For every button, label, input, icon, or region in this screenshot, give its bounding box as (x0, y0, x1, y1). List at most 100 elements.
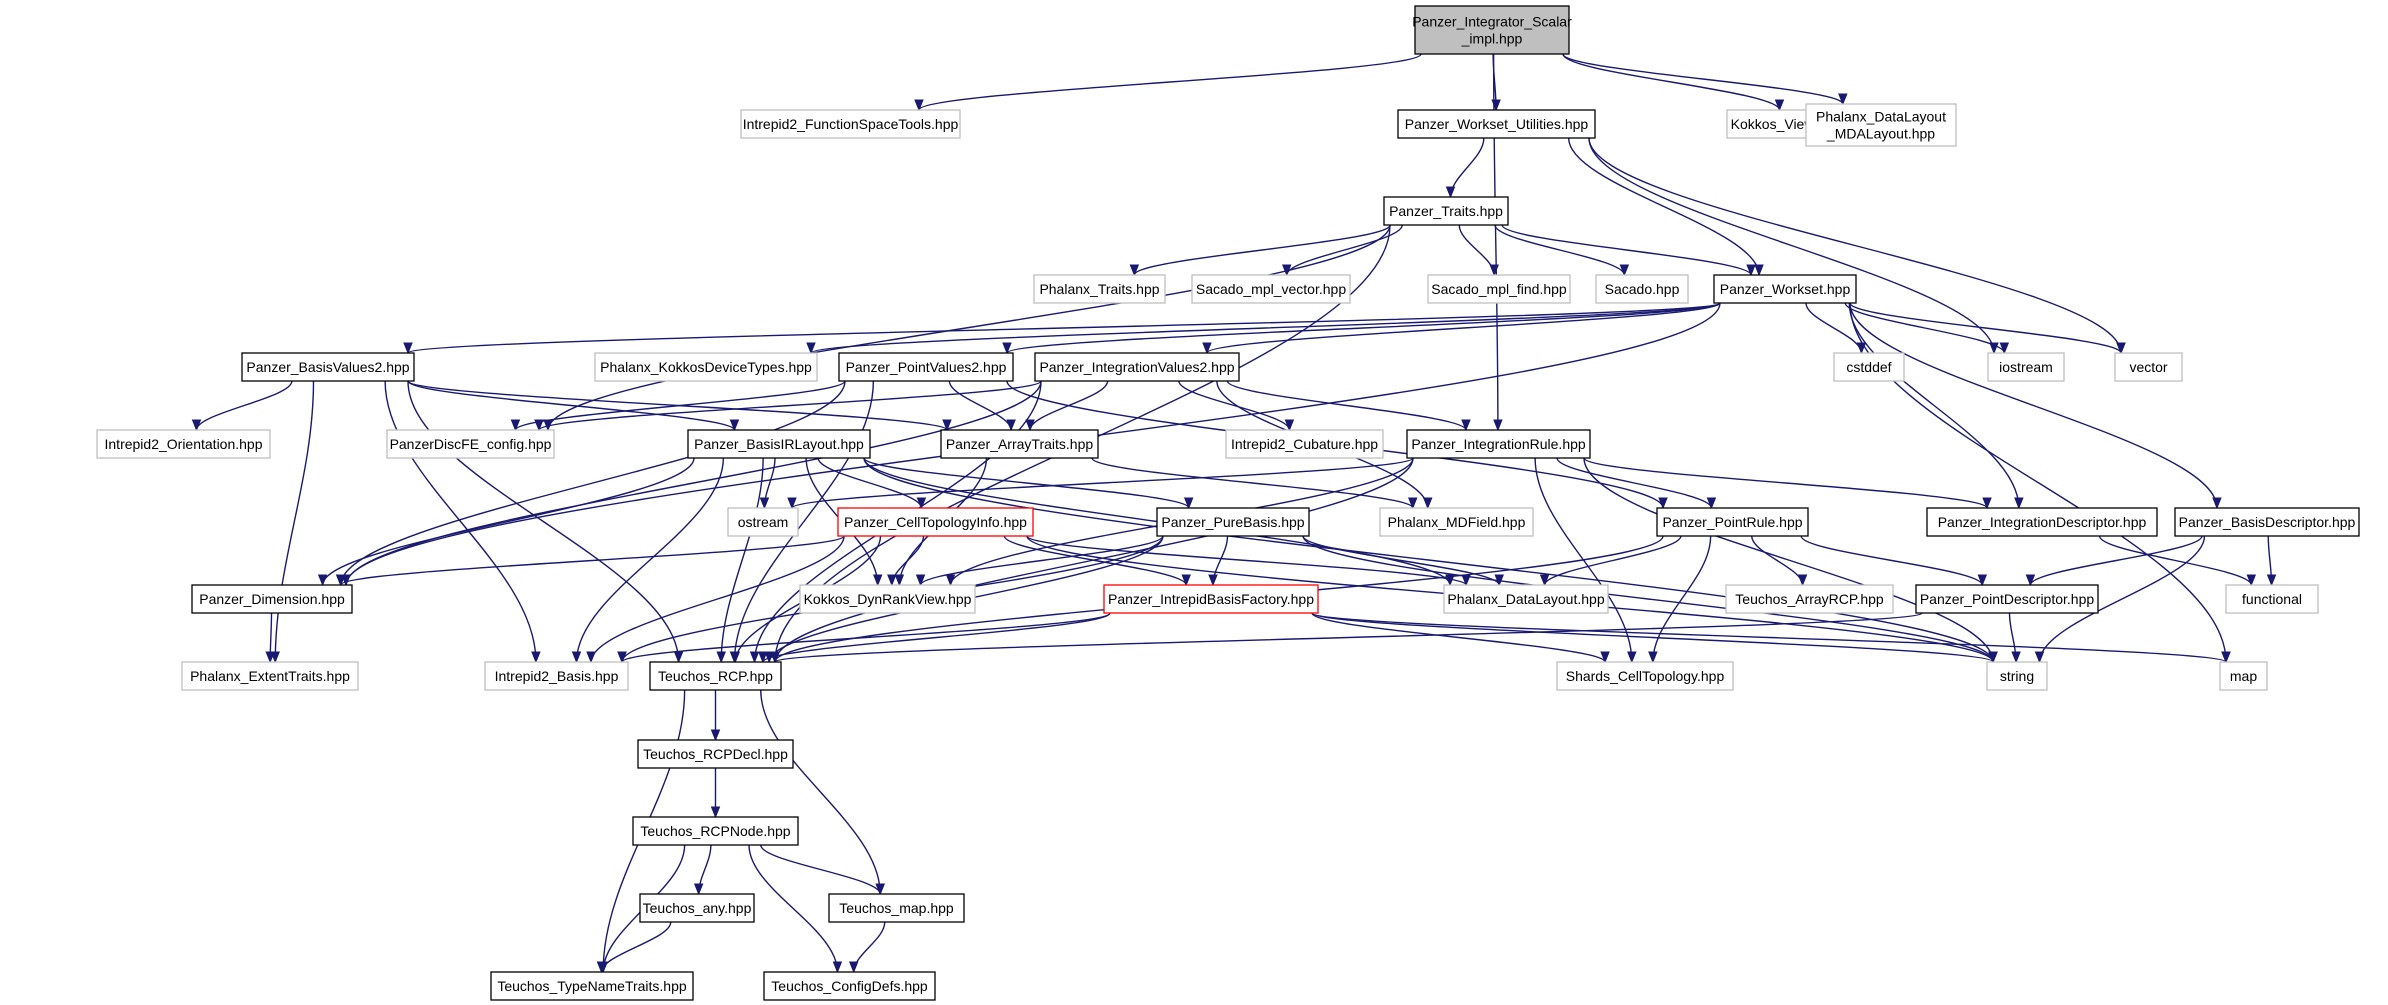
node-phalanx_et[interactable]: Phalanx_ExtentTraits.hpp (181, 661, 359, 691)
node-workset[interactable]: Panzer_Workset.hpp (1713, 274, 1857, 304)
edge-arrowhead (2221, 651, 2231, 664)
edge-arrowhead (673, 651, 684, 664)
node-teuchos_arrayrcp[interactable]: Teuchos_ArrayRCP.hpp (1725, 584, 1894, 614)
edge-line (345, 380, 1042, 586)
node-arraytraits[interactable]: Panzer_ArrayTraits.hpp (940, 429, 1099, 459)
dependency-edge-teuchos_rcp-to-teuchos_rcpdecl (710, 690, 721, 742)
node-teuchos_rcp[interactable]: Teuchos_RCP.hpp (649, 661, 782, 691)
node-intrepidbasisfactory[interactable]: Panzer_IntrepidBasisFactory.hpp (1103, 584, 1319, 614)
edge-line (1302, 535, 1994, 663)
node-teuchos_tnt[interactable]: Teuchos_TypeNameTraits.hpp (490, 971, 694, 1001)
edge-line (853, 921, 886, 973)
node-label: Panzer_Workset.hpp (1720, 281, 1851, 297)
edge-arrowhead (1208, 574, 1218, 587)
node-teuchos_cd[interactable]: Teuchos_ConfigDefs.hpp (763, 971, 936, 1001)
node-teuchos_rcpnode[interactable]: Teuchos_RCPNode.hpp (632, 816, 799, 846)
node-phalanx_dl[interactable]: Phalanx_DataLayout.hpp (1443, 584, 1609, 614)
edge-line (538, 380, 1042, 431)
edge-line (514, 380, 846, 431)
node-cstddef[interactable]: cstddef (1833, 352, 1905, 382)
dependency-edge-basisdesc-to-functional (2266, 535, 2277, 587)
edge-arrowhead (1461, 419, 1471, 432)
edge-arrowhead (510, 419, 521, 432)
node-ostream[interactable]: ostream (727, 507, 799, 537)
node-label: Panzer_BasisDescriptor.hpp (2179, 514, 2356, 530)
node-box (1156, 507, 1310, 537)
node-phalanx_mdfield[interactable]: Phalanx_MDField.hpp (1379, 507, 1534, 537)
node-label: Sacado.hpp (1605, 281, 1680, 297)
edge-line (1562, 53, 1781, 111)
node-sacado_mpl_find[interactable]: Sacado_mpl_find.hpp (1427, 274, 1571, 304)
node-teuchos_rcpdecl[interactable]: Teuchos_RCPDecl.hpp (637, 739, 794, 769)
node-box (1397, 109, 1596, 139)
node-phalanx_traits[interactable]: Phalanx_Traits.hpp (1033, 274, 1166, 304)
node-integrationdesc[interactable]: Panzer_IntegrationDescriptor.hpp (1926, 507, 2158, 537)
edge-line (817, 457, 923, 509)
node-phalanx_mda[interactable]: Phalanx_DataLayout_MDALayout.hpp (1805, 103, 1957, 147)
edge-arrowhead (887, 574, 897, 587)
edge-arrowhead (1183, 497, 1194, 510)
node-sacado_mpl_vector[interactable]: Sacado_mpl_vector.hpp (1191, 274, 1351, 304)
node-traits[interactable]: Panzer_Traits.hpp (1383, 196, 1509, 226)
node-basisdesc[interactable]: Panzer_BasisDescriptor.hpp (2174, 507, 2360, 537)
dependency-edge-integrationvalues2-to-integrationrule (1226, 380, 1471, 432)
edge-arrowhead (335, 574, 346, 587)
node-celltopologyinfo[interactable]: Panzer_CellTopologyInfo.hpp (837, 507, 1034, 537)
node-string[interactable]: string (1986, 661, 2048, 691)
dependency-edge-celltopologyinfo-to-kokkos_drv (887, 535, 925, 587)
node-functional[interactable]: functional (2225, 584, 2319, 614)
dependency-edge-root-to-phalanx_mda (1562, 53, 1848, 106)
node-integrationrule[interactable]: Panzer_IntegrationRule.hpp (1406, 429, 1591, 459)
edge-line (760, 844, 881, 895)
edge-line (1588, 137, 2122, 354)
node-panzerdiscfe[interactable]: PanzerDiscFE_config.hpp (386, 429, 555, 459)
node-dimension[interactable]: Panzer_Dimension.hpp (191, 584, 353, 614)
dependency-edge-workset-to-vector (1849, 302, 2126, 355)
edge-line (407, 380, 680, 663)
edge-arrowhead (1408, 497, 1418, 510)
node-teuchos_any[interactable]: Teuchos_any.hpp (639, 893, 755, 923)
node-box (484, 661, 629, 691)
node-label: _impl.hpp (1461, 31, 1523, 47)
node-basisvalues2[interactable]: Panzer_BasisValues2.hpp (241, 352, 415, 382)
node-box (1926, 507, 2158, 537)
edge-arrowhead (806, 342, 816, 355)
node-basisirlayout[interactable]: Panzer_BasisIRLayout.hpp (687, 429, 871, 459)
node-intrepid2_fst[interactable]: Intrepid2_FunctionSpaceTools.hpp (740, 109, 961, 139)
node-map[interactable]: map (2219, 661, 2268, 691)
dependency-edge-pointrule-to-shards_ct (1648, 535, 1712, 664)
node-purebasis[interactable]: Panzer_PureBasis.hpp (1156, 507, 1310, 537)
edge-line (918, 53, 1422, 111)
node-pointrule[interactable]: Panzer_PointRule.hpp (1656, 507, 1809, 537)
node-workset_util[interactable]: Panzer_Workset_Utilities.hpp (1397, 109, 1596, 139)
dependency-edge-traits-to-workset (1501, 224, 1756, 277)
node-sacado[interactable]: Sacado.hpp (1595, 274, 1689, 304)
node-intrepid2_cub[interactable]: Intrepid2_Cubature.hpp (1225, 429, 1384, 459)
dependency-edge-intrepidbasisfactory-to-teuchos_rcp (758, 612, 1111, 664)
edge-line (1652, 535, 1712, 663)
node-pointvalues2[interactable]: Panzer_PointValues2.hpp (838, 352, 1014, 382)
node-box (637, 739, 794, 769)
dependency-edge-workset-to-basisvalues2 (403, 302, 1721, 355)
node-root[interactable]: Panzer_Integrator_Scalar_impl.hpp (1412, 5, 1572, 55)
node-iostream[interactable]: iostream (1987, 352, 2065, 382)
node-vector[interactable]: vector (2114, 352, 2183, 382)
dependency-edge-pointdesc-to-string (2008, 612, 2021, 664)
edge-arrowhead (2116, 342, 2126, 355)
node-intrepid2_orient[interactable]: Intrepid2_Orientation.hpp (96, 429, 271, 459)
edge-arrowhead (2014, 497, 2024, 510)
dependency-edge-workset_util-to-traits (1445, 137, 1485, 199)
node-teuchos_map[interactable]: Teuchos_map.hpp (828, 893, 965, 923)
node-phalanx_kdt[interactable]: Phalanx_KokkosDeviceTypes.hpp (594, 352, 818, 382)
node-box (838, 352, 1014, 382)
node-label: Teuchos_TypeNameTraits.hpp (497, 978, 687, 994)
edge-line (1567, 137, 1760, 276)
node-label: Shards_CellTopology.hpp (1566, 668, 1725, 684)
node-intrepid2_basis[interactable]: Intrepid2_Basis.hpp (484, 661, 629, 691)
node-kokkos_drv[interactable]: Kokkos_DynRankView.hpp (799, 584, 976, 614)
node-shards_ct[interactable]: Shards_CellTopology.hpp (1556, 661, 1734, 691)
node-label: vector (2129, 359, 2167, 375)
node-pointdesc[interactable]: Panzer_PointDescriptor.hpp (1915, 584, 2099, 614)
node-box (1595, 274, 1689, 304)
node-integrationvalues2[interactable]: Panzer_IntegrationValues2.hpp (1034, 352, 1240, 382)
